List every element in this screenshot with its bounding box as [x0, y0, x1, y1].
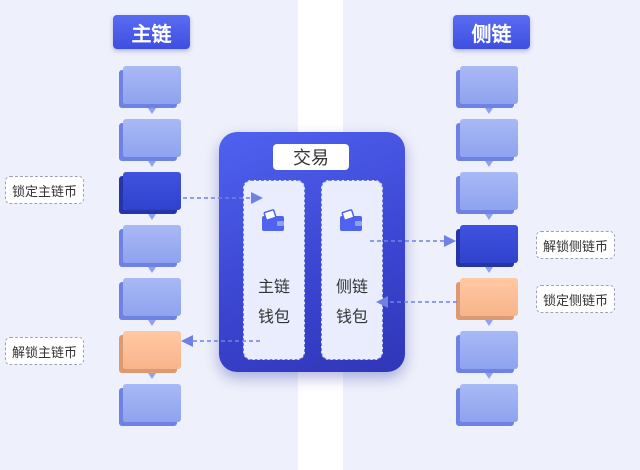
main-chain-block-normal: [123, 66, 181, 104]
side-chain-block-normal: [460, 66, 518, 104]
wallet-icon: [340, 209, 362, 231]
down-arrow-icon: [148, 320, 156, 326]
down-arrow-icon: [485, 108, 493, 114]
lock-main-coin-label: 锁定主链币: [5, 176, 85, 204]
side-chain-block-unlock: [460, 278, 518, 316]
down-arrow-icon: [148, 373, 156, 379]
side-chain-block-normal: [460, 172, 518, 210]
down-arrow-icon: [148, 267, 156, 273]
down-arrow-icon: [485, 373, 493, 379]
transaction-panel: 交易 主链 钱包 侧链 钱包: [219, 132, 405, 372]
main-chain-block-unlock: [123, 331, 181, 369]
down-arrow-icon: [485, 267, 493, 273]
side-chain-title: 侧链: [453, 15, 530, 49]
down-arrow-icon: [148, 161, 156, 167]
unlock-main-coin-label: 解锁主链币: [5, 337, 85, 365]
down-arrow-icon: [485, 161, 493, 167]
side-chain-wallet: 侧链 钱包: [321, 180, 383, 360]
main-chain-block-normal: [123, 384, 181, 422]
side-wallet-label-line2: 钱包: [335, 307, 368, 326]
transaction-title: 交易: [273, 144, 349, 170]
side-chain-block-normal: [460, 119, 518, 157]
main-wallet-label-line2: 钱包: [257, 307, 290, 326]
main-chain-title: 主链: [113, 15, 190, 49]
main-chain-block-normal: [123, 225, 181, 263]
side-chain-block-normal: [460, 331, 518, 369]
main-chain-block-normal: [123, 278, 181, 316]
main-wallet-label-line1: 主链: [257, 277, 290, 296]
wallet-icon: [262, 209, 284, 231]
side-chain-block-normal: [460, 384, 518, 422]
main-chain-block-locked: [123, 172, 181, 210]
side-wallet-label-line1: 侧链: [335, 277, 368, 296]
main-chain-block-normal: [123, 119, 181, 157]
side-chain-block-locked: [460, 225, 518, 263]
unlock-side-coin-label: 解锁侧链币: [536, 231, 616, 259]
main-chain-wallet: 主链 钱包: [243, 180, 305, 360]
down-arrow-icon: [485, 320, 493, 326]
down-arrow-icon: [485, 214, 493, 220]
down-arrow-icon: [148, 214, 156, 220]
lock-side-coin-label: 锁定侧链币: [536, 285, 616, 313]
down-arrow-icon: [148, 108, 156, 114]
